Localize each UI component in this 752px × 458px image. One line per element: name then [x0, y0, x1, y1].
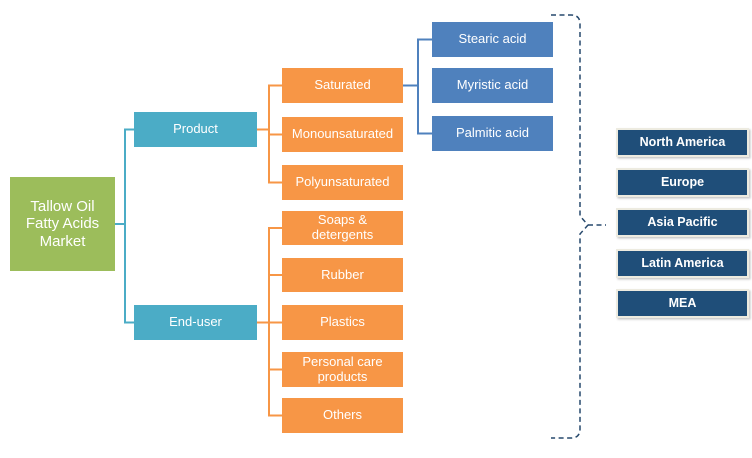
category-node-polyunsaturated: Polyunsaturated	[282, 165, 403, 200]
connector-product-to-categories	[257, 84, 282, 184]
category-node-monounsaturated: Monounsaturated	[282, 117, 403, 152]
connector-enduser-to-categories	[257, 227, 282, 417]
region-node-europe: Europe	[616, 168, 749, 197]
category-node-soaps-detergents: Soaps & detergents	[282, 211, 403, 245]
segment-node-product: Product	[134, 112, 257, 147]
subcategory-node-palmitic-acid: Palmitic acid	[432, 116, 553, 151]
category-node-others: Others	[282, 398, 403, 433]
category-node-saturated: Saturated	[282, 68, 403, 103]
region-node-latin-america: Latin America	[616, 249, 749, 278]
subcategory-node-myristic-acid: Myristic acid	[432, 68, 553, 103]
category-node-rubber: Rubber	[282, 258, 403, 292]
root-node-tallow-oil-fatty-acids-market: Tallow Oil Fatty Acids Market	[10, 177, 115, 271]
region-node-north-america: North America	[616, 128, 749, 157]
segment-node-end-user: End-user	[134, 305, 257, 340]
category-node-plastics: Plastics	[282, 305, 403, 340]
subcategory-node-stearic-acid: Stearic acid	[432, 22, 553, 57]
region-node-mea: MEA	[616, 289, 749, 318]
region-node-asia-pacific: Asia Pacific	[616, 208, 749, 237]
dashed-brace	[551, 14, 590, 439]
connector-root-to-segments	[115, 128, 134, 324]
category-node-personal-care-products: Personal care products	[282, 352, 403, 387]
connector-saturated-to-acids	[403, 38, 432, 135]
